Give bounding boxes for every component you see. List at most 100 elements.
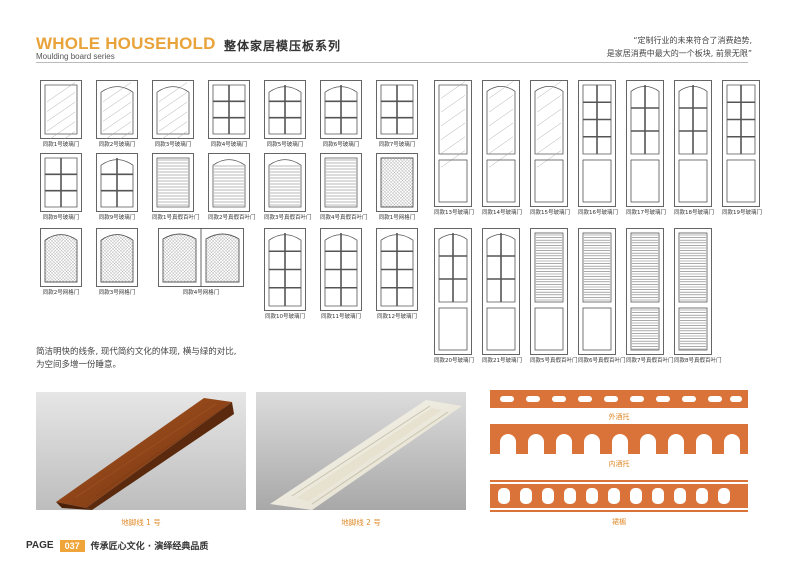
door-drawing: [578, 80, 616, 207]
door-item[interactable]: 同款8号真假百叶门: [674, 228, 722, 364]
door-drawing: [626, 228, 664, 355]
door-drawing: [320, 80, 362, 139]
door-caption: 同款2号玻璃门: [98, 142, 136, 148]
door-item[interactable]: 同款1号玻璃门: [40, 80, 82, 148]
slogan-line-1: “定制行业的未来符合了消费趋势,: [633, 36, 752, 45]
door-caption: 同款3号真假百叶门: [264, 215, 312, 221]
door-drawing: [482, 80, 520, 207]
page-label: PAGE: [26, 540, 54, 551]
door-drawing: [96, 80, 138, 139]
door-item[interactable]: 同款13号玻璃门: [434, 80, 474, 216]
door-item[interactable]: 同款10号玻璃门: [264, 228, 306, 320]
door-drawing: [434, 80, 472, 207]
door-caption: 同款6号真假百叶门: [578, 358, 626, 364]
door-item[interactable]: 同款6号真假百叶门: [578, 228, 626, 364]
page-number: 037: [59, 539, 85, 552]
door-drawing: [320, 153, 362, 212]
inner-wine-rack-profile: [490, 424, 748, 454]
door-item[interactable]: 同款1号网格门: [376, 153, 418, 221]
door-item[interactable]: 同款7号真假百叶门: [626, 228, 674, 364]
door-item[interactable]: 同款18号玻璃门: [674, 80, 714, 216]
door-item[interactable]: 同款5号玻璃门: [264, 80, 306, 148]
door-caption: 同款3号网格门: [98, 290, 136, 296]
page-title-cn: 整体家居模压板系列: [224, 39, 342, 53]
header-slogan: “定制行业的未来符合了消费趋势, 是家居消费中最大的一个板块, 前景无限”: [607, 34, 752, 60]
door-caption: 同款16号玻璃门: [578, 210, 618, 216]
door-drawing: [626, 80, 664, 207]
door-item[interactable]: 同款1号真假百叶门: [152, 153, 200, 221]
skirting-photo-1: [36, 392, 246, 510]
door-item[interactable]: 同款8号玻璃门: [40, 153, 82, 221]
door-item[interactable]: 同款11号玻璃门: [320, 228, 362, 320]
door-item[interactable]: 同款6号玻璃门: [320, 80, 362, 148]
door-caption: 同款13号玻璃门: [434, 210, 474, 216]
door-caption: 同款1号网格门: [378, 215, 416, 221]
door-caption: 同款17号玻璃门: [626, 210, 666, 216]
door-item[interactable]: 同款21号玻璃门: [482, 228, 522, 364]
door-drawing: [722, 80, 760, 207]
door-item[interactable]: 同款9号玻璃门: [96, 153, 138, 221]
door-caption: 同款10号玻璃门: [265, 314, 305, 320]
door-item[interactable]: 同款5号真假百叶门: [530, 228, 578, 364]
door-item[interactable]: 同款2号玻璃门: [96, 80, 138, 148]
door-drawing: [530, 80, 568, 207]
outer-wine-rack-profile: [490, 390, 748, 408]
door-item[interactable]: 同款2号网格门: [40, 228, 82, 296]
door-drawing: [96, 153, 138, 212]
door-drawing: [40, 153, 82, 212]
door-item[interactable]: 同款3号真假百叶门: [264, 153, 312, 221]
outer-wine-rack-caption: 外酒托: [608, 413, 630, 421]
page-title: WHOLE HOUSEHOLD: [36, 34, 216, 53]
door-caption: 同款5号真假百叶门: [530, 358, 578, 364]
door-item[interactable]: 同款12号玻璃门: [376, 228, 418, 320]
door-drawing: [674, 228, 712, 355]
door-caption: 同款1号玻璃门: [42, 142, 80, 148]
door-item[interactable]: 同款14号玻璃门: [482, 80, 522, 216]
door-drawing: [578, 228, 616, 355]
door-item[interactable]: 同款4号网格门: [158, 228, 244, 296]
door-drawing: [40, 80, 82, 139]
door-item[interactable]: 同款16号玻璃门: [578, 80, 618, 216]
slogan-line-2: 是家居消费中最大的一个板块, 前景无限”: [606, 49, 752, 58]
door-caption: 同款4号玻璃门: [210, 142, 248, 148]
door-drawing: [96, 228, 138, 287]
door-item[interactable]: 同款3号玻璃门: [152, 80, 194, 148]
door-drawing: [376, 153, 418, 212]
skirting-caption-1: 地脚线 1 号: [121, 518, 161, 527]
door-item[interactable]: 同款4号真假百叶门: [320, 153, 368, 221]
door-caption: 同款9号玻璃门: [98, 215, 136, 221]
door-drawing: [376, 80, 418, 139]
door-drawing: [208, 80, 250, 139]
description: 简洁明快的线条, 现代简约文化的体现, 横与绿的对比, 为空间多增一份睡意。: [36, 346, 276, 372]
door-drawing: [264, 80, 306, 139]
door-drawing: [152, 153, 194, 212]
door-caption: 同款4号网格门: [182, 290, 220, 296]
door-item[interactable]: 同款4号玻璃门: [208, 80, 250, 148]
door-drawing: [320, 228, 362, 311]
door-caption: 同款11号玻璃门: [321, 314, 361, 320]
wood-skirting-image: [36, 392, 246, 510]
white-skirting-image: [256, 392, 466, 510]
header-divider: [36, 62, 748, 63]
lintel-profile: [490, 480, 748, 512]
door-item[interactable]: 同款3号网格门: [96, 228, 138, 296]
door-drawing: [158, 228, 244, 287]
door-caption: 同款21号玻璃门: [482, 358, 522, 364]
door-caption: 同款20号玻璃门: [434, 358, 474, 364]
door-item[interactable]: 同款19号玻璃门: [722, 80, 762, 216]
door-drawing: [674, 80, 712, 207]
door-caption: 同款3号玻璃门: [154, 142, 192, 148]
door-item[interactable]: 同款2号真假百叶门: [208, 153, 256, 221]
door-item[interactable]: 同款7号玻璃门: [376, 80, 418, 148]
door-item[interactable]: 同款20号玻璃门: [434, 228, 474, 364]
description-line-2: 为空间多增一份睡意。: [36, 360, 122, 370]
door-caption: 同款6号玻璃门: [322, 142, 360, 148]
door-item[interactable]: 同款15号玻璃门: [530, 80, 570, 216]
skirting-photo-2: [256, 392, 466, 510]
page-footer: PAGE 037 传承匠心文化 · 演绎经典品质: [26, 539, 208, 552]
door-caption: 同款8号玻璃门: [42, 215, 80, 221]
door-drawing: [530, 228, 568, 355]
door-caption: 同款12号玻璃门: [377, 314, 417, 320]
door-item[interactable]: 同款17号玻璃门: [626, 80, 666, 216]
door-drawing: [40, 228, 82, 287]
